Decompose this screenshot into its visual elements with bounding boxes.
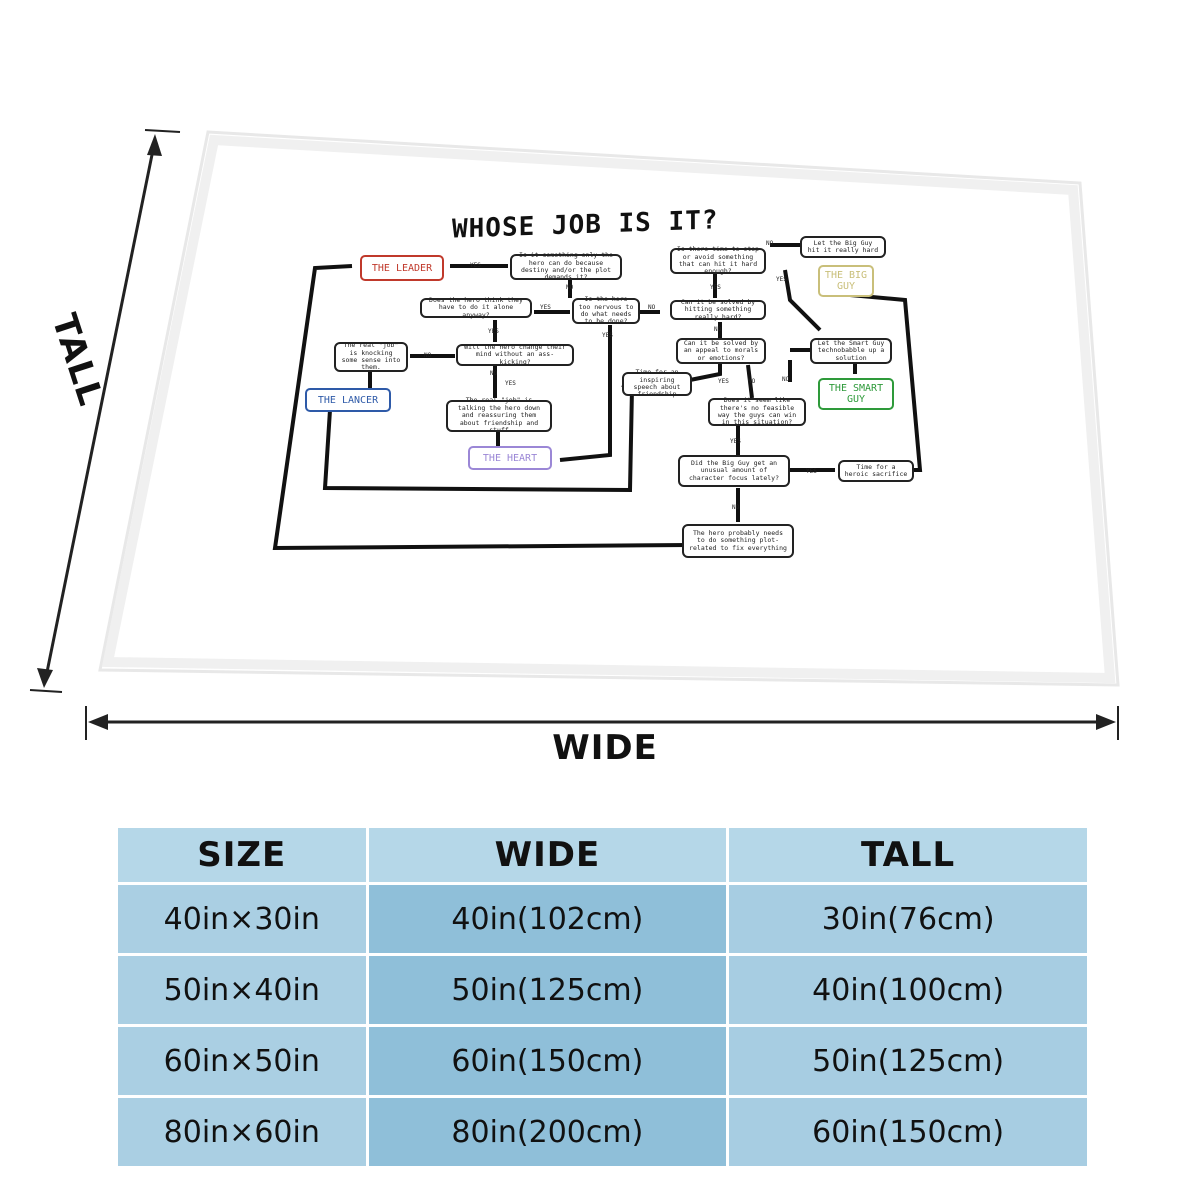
- node-seem: Does it seem like there's no feasible wa…: [708, 396, 806, 426]
- role-the-smart-guy: THE SMART GUY: [818, 378, 894, 410]
- edge-label-no: NO: [424, 352, 432, 359]
- node-destiny: Is it something only the hero can do bec…: [510, 251, 622, 281]
- cell-size: 60in×50in: [118, 1027, 366, 1095]
- edge-label-no: NO: [714, 326, 722, 333]
- cell-wide: 50in(125cm): [368, 956, 727, 1024]
- node-real-job-heart: The real "job" is talking the hero down …: [446, 397, 552, 434]
- table-row: 60in×50in 60in(150cm) 50in(125cm): [118, 1027, 1087, 1095]
- node-big-guy-character: Did the Big Guy get an unusual amount of…: [678, 455, 790, 487]
- edge-label-yes: YES: [806, 468, 817, 475]
- node-hero-probably: The hero probably needs to do something …: [682, 524, 794, 558]
- node-let-big-guy: Let the Big Guy hit it really hard: [800, 236, 886, 258]
- edge-label-no: NO: [766, 240, 774, 247]
- cell-wide: 80in(200cm): [368, 1098, 727, 1166]
- role-the-big-guy: THE BIG GUY: [818, 265, 874, 297]
- edge-label-no: NO: [566, 284, 574, 291]
- node-inspiring-speech: Time for an inspiring speech about frien…: [622, 368, 692, 398]
- edge-label-yes: YES: [718, 378, 729, 385]
- edge-label-no: NO: [490, 370, 498, 377]
- edge-label-no: NO: [648, 304, 656, 311]
- node-change-mind: Will the hero change their mind without …: [456, 343, 574, 366]
- cell-tall: 60in(150cm): [729, 1098, 1087, 1166]
- header-wide: WIDE: [368, 828, 727, 882]
- cell-size: 40in×30in: [118, 885, 366, 953]
- blanket-outline: [29, 129, 1120, 740]
- edge-label-no: NO: [732, 504, 740, 511]
- role-the-heart: THE HEART: [468, 446, 552, 470]
- table-row: 80in×60in 80in(200cm) 60in(150cm): [118, 1098, 1087, 1166]
- cell-tall: 30in(76cm): [729, 885, 1087, 953]
- size-table-header-row: SIZE WIDE TALL: [118, 828, 1087, 882]
- size-chart-table: SIZE WIDE TALL 40in×30in 40in(102cm) 30i…: [115, 825, 1090, 1169]
- wide-dimension-label: WIDE: [552, 728, 658, 768]
- header-tall: TALL: [729, 828, 1087, 882]
- edge-label-yes: YES: [710, 284, 721, 291]
- node-appeal: Can it be solved by an appeal to morals …: [676, 338, 766, 364]
- cell-wide: 40in(102cm): [368, 885, 727, 953]
- edge-label-yes: YES: [776, 276, 787, 283]
- cell-size: 80in×60in: [118, 1098, 366, 1166]
- edge-label-yes: YES: [730, 438, 741, 445]
- role-the-lancer: THE LANCER: [305, 388, 391, 412]
- header-size: SIZE: [118, 828, 366, 882]
- edge-label-yes: YES: [488, 328, 499, 335]
- role-the-leader: THE LEADER: [360, 255, 444, 281]
- node-let-smart-guy: Let the Smart Guy technobabble up a solu…: [810, 338, 892, 364]
- node-real-job-lancer: The real "job" is knocking some sense in…: [334, 341, 408, 372]
- edge-label-no: NO: [782, 376, 790, 383]
- edge-label-no: NO: [748, 378, 756, 385]
- cell-tall: 50in(125cm): [729, 1027, 1087, 1095]
- blanket-product-image: WHOSE JOB IS IT? THE LEADER THE LANCER T…: [29, 129, 1120, 768]
- table-row: 40in×30in 40in(102cm) 30in(76cm): [118, 885, 1087, 953]
- node-knows: Does the hero think they have to do it a…: [420, 296, 532, 318]
- node-time: Is there time to stop or avoid something…: [670, 245, 766, 275]
- cell-wide: 60in(150cm): [368, 1027, 727, 1095]
- node-hitting: Can it be solved by hitting something re…: [670, 298, 766, 320]
- cell-size: 50in×40in: [118, 956, 366, 1024]
- edge-label-yes: YES: [505, 380, 516, 387]
- edge-label-yes: YES: [540, 304, 551, 311]
- edge-label-yes: YES: [470, 262, 481, 269]
- node-nervous: Is the hero too nervous to do what needs…: [572, 295, 640, 325]
- edge-label-yes: YES: [602, 332, 613, 339]
- cell-tall: 40in(100cm): [729, 956, 1087, 1024]
- table-row: 50in×40in 50in(125cm) 40in(100cm): [118, 956, 1087, 1024]
- node-heroic-sacrifice: Time for a heroic sacrifice: [838, 460, 914, 482]
